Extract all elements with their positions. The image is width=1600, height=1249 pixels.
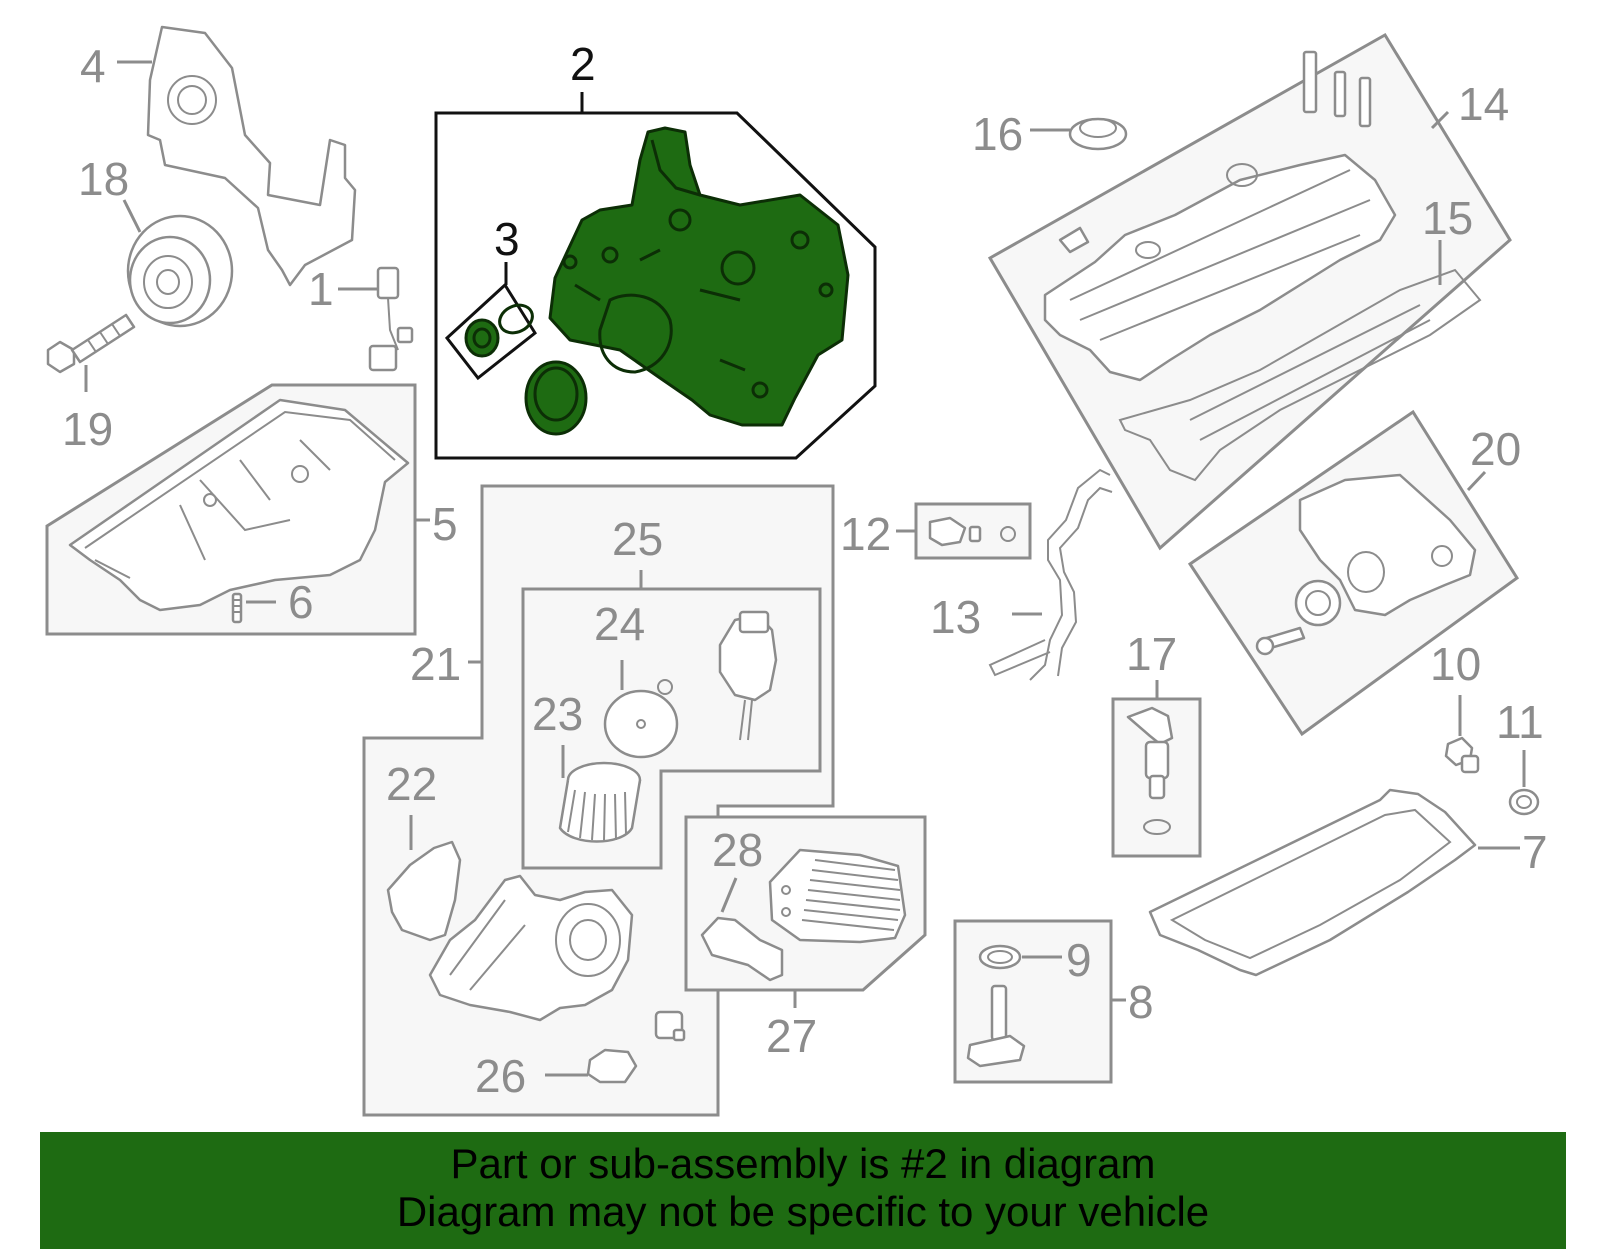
plug-and-oring-highlighted: [464, 303, 534, 358]
oil-pan-gasket: [1148, 788, 1477, 977]
callout-27: 27: [766, 1010, 817, 1062]
callout-22: 22: [386, 758, 437, 810]
front-cover-gasket: [146, 25, 357, 287]
callout-17: 17: [1126, 628, 1177, 680]
oil-level-sensor: [1126, 706, 1174, 835]
callout-2: 2: [570, 38, 596, 90]
valve-cover-gasket: [1118, 268, 1482, 482]
callout-11: 11: [1496, 696, 1544, 748]
callout-28: 28: [712, 824, 763, 876]
drain-plug-washer: [1508, 788, 1540, 816]
drain-screw: [231, 592, 243, 624]
dipstick-tube: [988, 468, 1113, 681]
leader-20: [1466, 470, 1487, 492]
callout-10: 10: [1430, 638, 1481, 690]
oil-cooler: [768, 848, 907, 944]
callout-12: 12: [840, 508, 891, 560]
position-sensor: [368, 266, 414, 372]
callout-5: 5: [432, 498, 458, 550]
callout-4: 4: [80, 40, 106, 92]
timing-cover-highlighted: [548, 126, 850, 427]
drain-plug: [1444, 736, 1480, 774]
oil-filter-housing: [428, 874, 634, 1022]
seal-ring-highlighted: [524, 360, 588, 436]
leader-28: [720, 877, 738, 913]
cooler-gasket: [700, 916, 784, 982]
callout-6: 6: [288, 576, 314, 628]
leader-18: [122, 199, 142, 233]
callout-15: 15: [1422, 192, 1473, 244]
callout-20: 20: [1470, 423, 1521, 475]
callout-8: 8: [1128, 976, 1154, 1028]
banner-line-1: Part or sub-assembly is #2 in diagram: [450, 1140, 1156, 1187]
callout-23: 23: [532, 688, 583, 740]
level-sensor-housing: [966, 944, 1026, 1068]
housing-gasket: [386, 840, 462, 942]
oil-pressure-switch: [586, 1010, 686, 1084]
oil-filter: [558, 761, 642, 843]
callout-1: 1: [308, 263, 334, 315]
callout-21: 21: [410, 638, 461, 690]
callout-18: 18: [78, 153, 129, 205]
callout-25: 25: [612, 513, 663, 565]
callout-19: 19: [62, 403, 113, 455]
filler-cap: [1068, 117, 1128, 151]
callout-3: 3: [494, 213, 520, 265]
callout-9: 9: [1066, 934, 1092, 986]
valve-cover: [1043, 50, 1397, 382]
dipstick-seal: [928, 516, 1016, 547]
oil-pan: [68, 398, 410, 612]
oil-pump: [1255, 473, 1477, 656]
crankshaft-pulley: [126, 214, 234, 328]
pulley-bolt: [46, 313, 136, 374]
banner-line-2: Diagram may not be specific to your vehi…: [396, 1188, 1210, 1235]
callout-16: 16: [972, 108, 1023, 160]
filter-gasket: [603, 679, 679, 759]
callout-7: 7: [1522, 826, 1548, 878]
info-banner: Part or sub-assembly is #2 in diagram Di…: [40, 1132, 1566, 1249]
filter-cap: [718, 610, 778, 741]
leader-14: [1430, 110, 1450, 130]
callout-26: 26: [475, 1050, 526, 1102]
callout-24: 24: [594, 598, 645, 650]
callout-14: 14: [1458, 78, 1509, 130]
callout-13: 13: [930, 591, 981, 643]
